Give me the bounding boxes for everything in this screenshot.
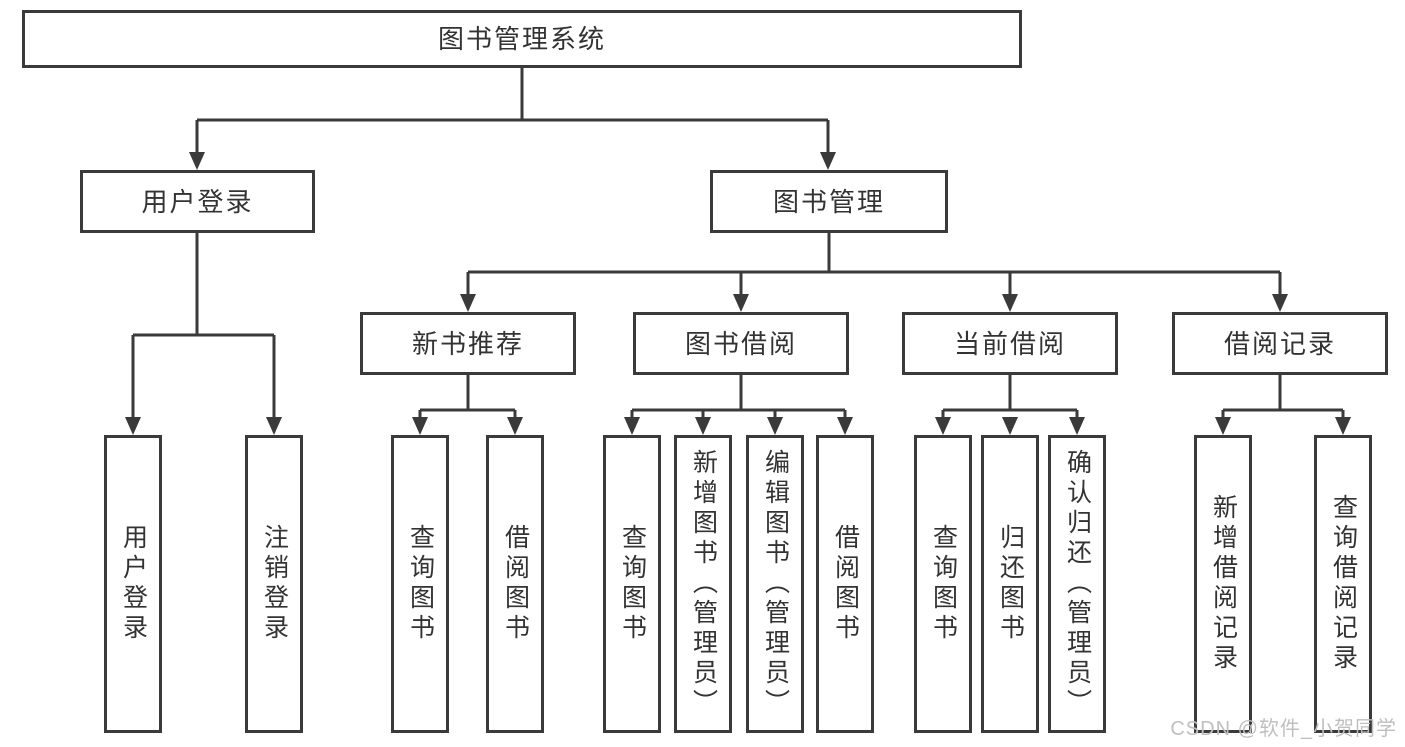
- leaf-logout: 注销登录: [245, 435, 303, 733]
- node-book-borrowing-label: 图书借阅: [684, 328, 797, 359]
- leaf-query-books-recommend-label: 查询图书: [406, 524, 435, 644]
- leaf-query-books-recommend: 查询图书: [391, 435, 449, 733]
- node-user-login: 用户登录: [80, 170, 315, 233]
- leaf-query-borrow-record: 查询借阅记录: [1314, 435, 1372, 733]
- leaf-borrow-books: 借阅图书: [816, 435, 874, 733]
- leaf-confirm-return-admin: 确认归还（管理员）: [1048, 435, 1106, 733]
- leaf-add-borrow-record: 新增借阅记录: [1194, 435, 1252, 733]
- leaf-edit-books-admin-label: 编辑图书（管理员）: [761, 449, 790, 719]
- leaf-borrow-books-label: 借阅图书: [831, 524, 860, 644]
- node-current-borrowing: 当前借阅: [902, 312, 1118, 375]
- arrowheads: [125, 152, 1351, 435]
- leaf-add-books-admin: 新增图书（管理员）: [674, 435, 732, 733]
- leaf-query-books-borrow-label: 查询图书: [618, 524, 647, 644]
- node-library-system: 图书管理系统: [22, 10, 1022, 68]
- csdn-watermark: CSDN @软件_小贺同学: [1170, 718, 1397, 740]
- leaf-borrow-books-recommend-label: 借阅图书: [501, 524, 530, 644]
- leaf-edit-books-admin: 编辑图书（管理员）: [746, 435, 804, 733]
- node-book-management: 图书管理: [710, 170, 948, 233]
- leaf-return-books: 归还图书: [981, 435, 1039, 733]
- leaf-borrow-books-recommend: 借阅图书: [486, 435, 544, 733]
- leaf-add-books-admin-label: 新增图书（管理员）: [689, 449, 718, 719]
- node-user-login-label: 用户登录: [141, 186, 254, 217]
- leaf-confirm-return-admin-label: 确认归还（管理员）: [1063, 449, 1092, 719]
- node-new-book-recommend: 新书推荐: [360, 312, 576, 375]
- leaf-return-books-label: 归还图书: [996, 524, 1025, 644]
- leaf-query-books-current-label: 查询图书: [929, 524, 958, 644]
- leaf-query-books-borrow: 查询图书: [603, 435, 661, 733]
- node-borrowing-records: 借阅记录: [1172, 312, 1388, 375]
- node-current-borrowing-label: 当前借阅: [953, 328, 1066, 359]
- leaf-query-borrow-record-label: 查询借阅记录: [1329, 494, 1358, 674]
- leaf-add-borrow-record-label: 新增借阅记录: [1209, 494, 1238, 674]
- node-library-system-label: 图书管理系统: [437, 24, 606, 54]
- node-book-management-label: 图书管理: [772, 186, 885, 217]
- node-borrowing-records-label: 借阅记录: [1223, 328, 1336, 359]
- leaf-user-login: 用户登录: [104, 435, 162, 733]
- leaf-user-login-label: 用户登录: [119, 524, 148, 644]
- leaf-query-books-current: 查询图书: [914, 435, 972, 733]
- leaf-logout-label: 注销登录: [260, 524, 289, 644]
- node-book-borrowing: 图书借阅: [633, 312, 849, 375]
- node-new-book-recommend-label: 新书推荐: [411, 328, 524, 359]
